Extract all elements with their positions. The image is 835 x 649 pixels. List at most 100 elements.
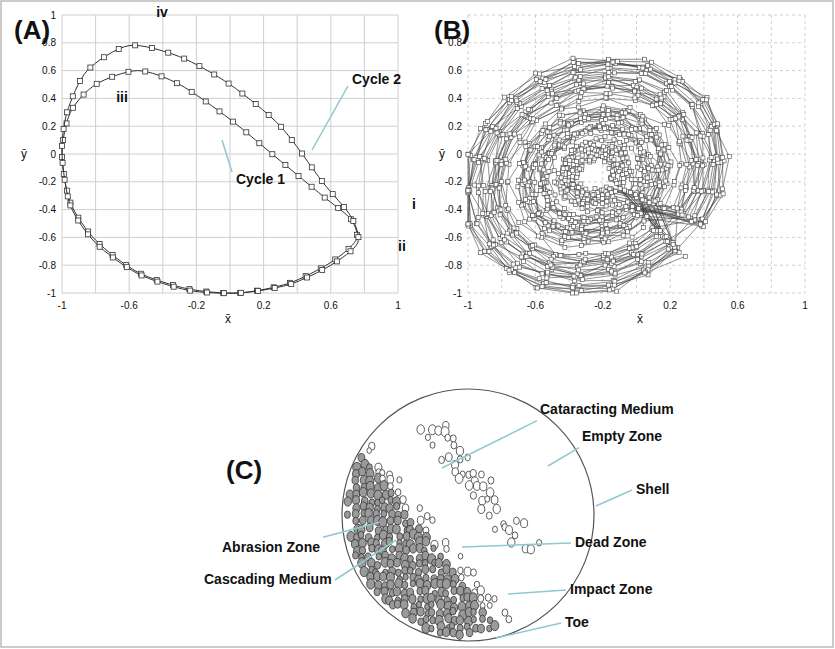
media-ball bbox=[359, 547, 365, 555]
data-marker bbox=[535, 145, 539, 149]
data-marker bbox=[608, 288, 612, 292]
data-marker bbox=[538, 72, 542, 76]
data-marker bbox=[477, 184, 481, 188]
data-marker bbox=[572, 132, 576, 136]
data-marker bbox=[579, 147, 583, 151]
data-marker bbox=[624, 171, 628, 175]
media-ball bbox=[381, 510, 387, 517]
data-marker bbox=[510, 94, 514, 98]
data-marker bbox=[495, 131, 499, 135]
media-ball bbox=[492, 526, 497, 532]
data-marker bbox=[517, 135, 521, 139]
data-marker bbox=[244, 130, 249, 135]
data-marker bbox=[320, 268, 325, 273]
media-ball bbox=[488, 477, 494, 484]
data-marker bbox=[545, 276, 549, 280]
media-ball bbox=[374, 588, 380, 596]
data-marker bbox=[636, 157, 640, 161]
data-marker bbox=[667, 123, 671, 127]
data-marker bbox=[542, 168, 546, 172]
data-marker bbox=[654, 97, 658, 101]
data-marker bbox=[517, 178, 521, 182]
media-ball bbox=[444, 545, 449, 552]
media-ball bbox=[477, 586, 484, 595]
zone-label: Abrasion Zone bbox=[222, 540, 320, 555]
data-marker bbox=[546, 203, 550, 207]
data-marker bbox=[604, 96, 608, 100]
media-ball bbox=[423, 615, 429, 622]
data-marker bbox=[675, 206, 679, 210]
data-marker bbox=[166, 50, 171, 55]
media-ball bbox=[400, 600, 408, 610]
data-marker bbox=[579, 95, 583, 99]
data-marker bbox=[586, 219, 590, 223]
data-marker bbox=[658, 201, 662, 205]
data-marker bbox=[561, 166, 565, 170]
data-marker bbox=[289, 137, 294, 142]
media-ball bbox=[374, 562, 380, 570]
data-marker bbox=[618, 140, 622, 144]
tick-label: 1 bbox=[50, 10, 56, 21]
media-ball bbox=[445, 453, 452, 461]
media-ball bbox=[480, 482, 487, 491]
data-marker bbox=[618, 222, 622, 226]
media-ball bbox=[478, 595, 484, 602]
media-ball bbox=[393, 587, 400, 596]
data-marker bbox=[617, 121, 621, 125]
data-marker bbox=[65, 110, 70, 115]
media-ball bbox=[359, 467, 366, 476]
grid-line bbox=[62, 154, 398, 155]
data-marker bbox=[720, 156, 724, 160]
data-marker bbox=[521, 260, 525, 264]
data-marker bbox=[620, 163, 624, 167]
data-marker bbox=[635, 156, 639, 160]
media-ball bbox=[376, 553, 382, 560]
data-marker bbox=[519, 255, 523, 259]
data-marker bbox=[505, 231, 509, 235]
data-marker bbox=[495, 159, 499, 163]
data-marker bbox=[565, 187, 569, 191]
data-marker bbox=[60, 160, 65, 165]
point-label: i bbox=[412, 197, 416, 212]
data-marker bbox=[640, 118, 644, 122]
data-marker bbox=[660, 168, 664, 172]
data-marker bbox=[649, 154, 653, 158]
data-marker bbox=[547, 83, 551, 87]
data-marker bbox=[684, 188, 688, 192]
data-marker bbox=[629, 127, 633, 131]
grid-line bbox=[62, 98, 398, 99]
tick-label: -1 bbox=[47, 288, 56, 299]
data-marker bbox=[551, 201, 555, 205]
data-marker bbox=[698, 134, 702, 138]
data-marker bbox=[579, 228, 583, 232]
data-marker bbox=[574, 83, 578, 87]
zone-label: Impact Zone bbox=[570, 582, 652, 597]
grid-line bbox=[62, 15, 398, 16]
data-marker bbox=[608, 92, 612, 96]
data-marker bbox=[494, 126, 498, 130]
data-marker bbox=[639, 86, 643, 90]
data-marker bbox=[670, 85, 674, 89]
data-marker bbox=[571, 286, 575, 290]
media-ball bbox=[359, 488, 367, 498]
data-marker bbox=[603, 237, 607, 241]
data-marker bbox=[487, 242, 491, 246]
data-marker bbox=[623, 151, 627, 155]
tick-label: -0.6 bbox=[445, 232, 462, 243]
data-marker bbox=[721, 192, 725, 196]
data-marker bbox=[643, 271, 647, 275]
data-marker bbox=[606, 283, 610, 287]
data-marker bbox=[466, 153, 470, 157]
data-marker bbox=[101, 55, 106, 60]
data-marker bbox=[110, 74, 115, 79]
data-marker bbox=[562, 145, 566, 149]
data-marker bbox=[601, 113, 605, 117]
data-marker bbox=[552, 206, 556, 210]
data-marker bbox=[579, 289, 583, 293]
grid-line bbox=[771, 15, 772, 293]
data-marker bbox=[569, 148, 573, 152]
data-marker bbox=[492, 243, 496, 247]
grid-line bbox=[263, 15, 264, 293]
data-marker bbox=[532, 199, 536, 203]
axis-label: ȳ bbox=[21, 148, 27, 161]
